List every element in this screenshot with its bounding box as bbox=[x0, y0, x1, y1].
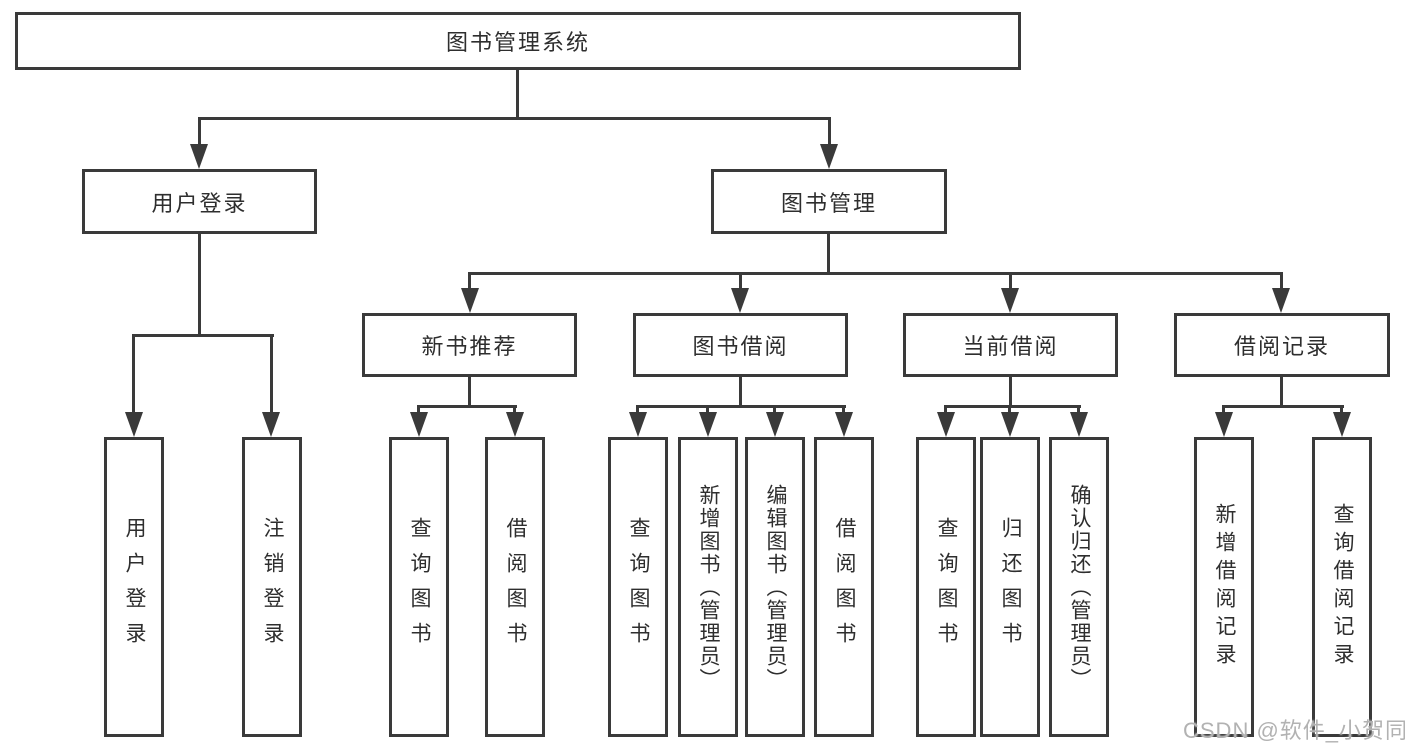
node-current-borrow: 当前借阅 bbox=[903, 313, 1118, 377]
leaf-records-add-record: 新增借阅记录 bbox=[1194, 437, 1254, 737]
connector bbox=[636, 405, 639, 417]
connector bbox=[516, 70, 519, 120]
connector bbox=[1008, 405, 1011, 417]
node-book-borrow: 图书借阅 bbox=[633, 313, 848, 377]
arrow-down-icon bbox=[699, 412, 717, 437]
leaf-borrow-add-books-admin: 新增图书（管理员） bbox=[678, 437, 738, 737]
node-borrow-records: 借阅记录 bbox=[1174, 313, 1390, 377]
leaf-newbook-borrow-books: 借阅图书 bbox=[485, 437, 545, 737]
arrow-down-icon bbox=[820, 144, 838, 169]
connector bbox=[468, 377, 471, 408]
leaf-borrow-query-books: 查询图书 bbox=[608, 437, 668, 737]
node-new-book-recommend: 新书推荐 bbox=[362, 313, 577, 377]
leaf-current-return-books: 归还图书 bbox=[980, 437, 1040, 737]
leaf-current-query-books: 查询图书 bbox=[916, 437, 976, 737]
arrow-down-icon bbox=[506, 412, 524, 437]
arrow-down-icon bbox=[125, 412, 143, 437]
leaf-records-query-record: 查询借阅记录 bbox=[1312, 437, 1372, 737]
arrow-down-icon bbox=[1215, 412, 1233, 437]
arrow-down-icon bbox=[1333, 412, 1351, 437]
connector bbox=[1009, 377, 1012, 408]
connector bbox=[513, 405, 516, 417]
connector bbox=[739, 272, 742, 292]
arrow-down-icon bbox=[937, 412, 955, 437]
connector bbox=[198, 117, 831, 120]
connector bbox=[828, 117, 831, 147]
connector bbox=[270, 334, 273, 416]
connector bbox=[417, 405, 420, 417]
connector bbox=[468, 272, 471, 292]
connector bbox=[1222, 405, 1225, 417]
leaf-user-login: 用户登录 bbox=[104, 437, 164, 737]
node-user-login: 用户登录 bbox=[82, 169, 317, 234]
arrow-down-icon bbox=[1001, 288, 1019, 313]
connector bbox=[827, 234, 830, 275]
connector bbox=[198, 234, 201, 337]
connector bbox=[944, 405, 1081, 408]
node-book-management: 图书管理 bbox=[711, 169, 947, 234]
connector bbox=[636, 405, 846, 408]
connector bbox=[132, 334, 135, 416]
arrow-down-icon bbox=[1001, 412, 1019, 437]
connector bbox=[842, 405, 845, 417]
arrow-down-icon bbox=[835, 412, 853, 437]
arrow-down-icon bbox=[190, 144, 208, 169]
arrow-down-icon bbox=[629, 412, 647, 437]
connector bbox=[1340, 405, 1343, 417]
node-root-library-system: 图书管理系统 bbox=[15, 12, 1021, 70]
arrow-down-icon bbox=[1272, 288, 1290, 313]
connector bbox=[944, 405, 947, 417]
connector bbox=[1280, 272, 1283, 292]
connector bbox=[468, 272, 1283, 275]
arrow-down-icon bbox=[262, 412, 280, 437]
leaf-logout: 注销登录 bbox=[242, 437, 302, 737]
connector bbox=[132, 334, 274, 337]
connector bbox=[1009, 272, 1012, 292]
connector bbox=[1222, 405, 1344, 408]
csdn-watermark: CSDN @软件_小贺同学 bbox=[1183, 718, 1405, 743]
connector bbox=[773, 405, 776, 417]
leaf-borrow-borrow-books: 借阅图书 bbox=[814, 437, 874, 737]
leaf-newbook-query-books: 查询图书 bbox=[389, 437, 449, 737]
arrow-down-icon bbox=[731, 288, 749, 313]
arrow-down-icon bbox=[461, 288, 479, 313]
connector bbox=[1280, 377, 1283, 408]
arrow-down-icon bbox=[766, 412, 784, 437]
leaf-current-confirm-return-admin: 确认归还（管理员） bbox=[1049, 437, 1109, 737]
arrow-down-icon bbox=[410, 412, 428, 437]
leaf-borrow-edit-books-admin: 编辑图书（管理员） bbox=[745, 437, 805, 737]
connector bbox=[1077, 405, 1080, 417]
connector bbox=[739, 377, 742, 408]
connector bbox=[706, 405, 709, 417]
arrow-down-icon bbox=[1070, 412, 1088, 437]
connector bbox=[417, 405, 517, 408]
connector bbox=[198, 117, 201, 147]
